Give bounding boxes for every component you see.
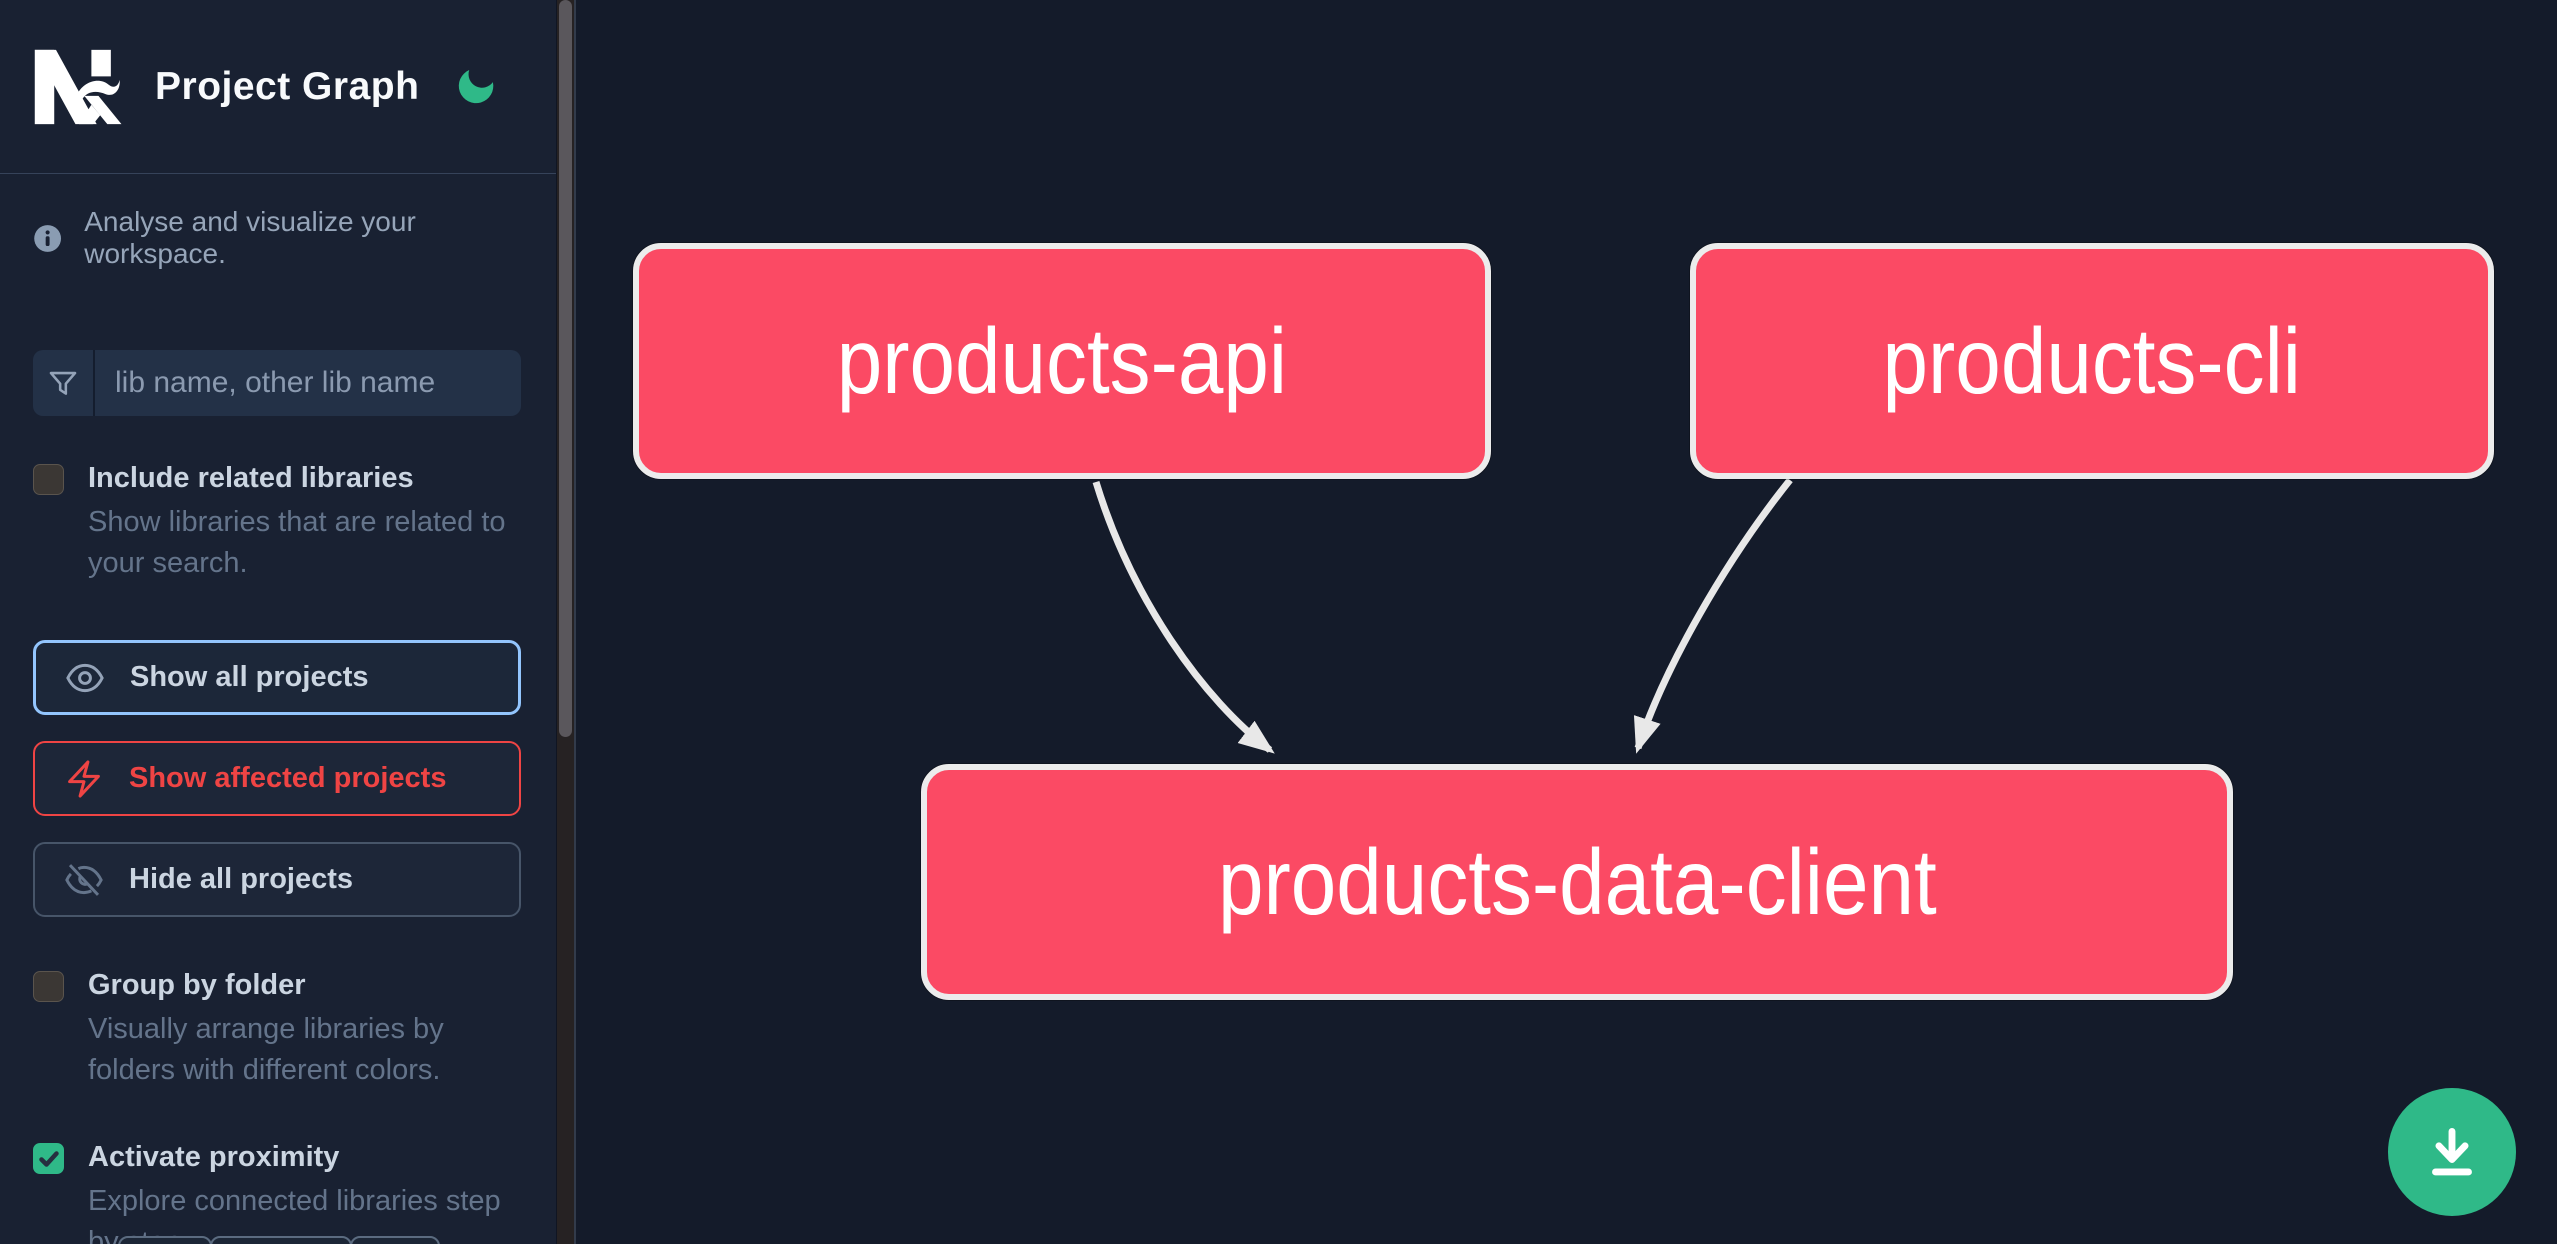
bolt-icon [68, 759, 100, 798]
toggle-description: Visually arrange libraries by folders wi… [88, 1013, 444, 1086]
node-products-cli[interactable]: products-cli [1690, 243, 2494, 479]
sidebar-body: Analyse and visualize your workspace. In… [0, 174, 574, 1244]
proximity-depth-control[interactable] [118, 1236, 440, 1244]
toggle-include-related: Include related libraries Show libraries… [33, 460, 538, 584]
node-label: products-cli [1882, 308, 2302, 413]
eye-icon [66, 663, 104, 692]
button-label: Show affected projects [129, 762, 447, 794]
search-box [33, 350, 521, 416]
graph-canvas[interactable]: products-api products-cli products-data-… [576, 0, 2557, 1244]
show-all-projects-button[interactable]: Show all projects [33, 640, 521, 715]
project-actions: Show all projects Show affected projects [33, 640, 538, 917]
hide-all-projects-button[interactable]: Hide all projects [33, 842, 521, 917]
activate-proximity-checkbox[interactable] [33, 1143, 64, 1174]
depth-increment-segment[interactable] [350, 1236, 440, 1244]
node-label: products-data-client [1217, 829, 1937, 934]
filter-icon-cell [33, 350, 95, 416]
nx-logo-icon [34, 49, 122, 124]
page-title: Project Graph [155, 64, 420, 108]
dependency-edges [1092, 477, 1793, 754]
button-label: Hide all projects [129, 863, 354, 895]
toggle-description: Show libraries that are related to your … [88, 506, 506, 579]
group-by-folder-checkbox[interactable] [33, 971, 64, 1002]
node-products-api[interactable]: products-api [633, 243, 1491, 479]
include-related-checkbox[interactable] [33, 464, 64, 495]
node-label: products-api [836, 308, 1288, 413]
sidebar: Project Graph Analyse and visualize your… [0, 0, 576, 1244]
sidebar-scrollbar-thumb[interactable] [559, 0, 572, 737]
sidebar-scrollbar[interactable] [556, 0, 574, 1244]
moon-icon [458, 69, 494, 103]
toggle-description: Explore connected libraries step by step… [88, 1185, 501, 1244]
node-products-data-client[interactable]: products-data-client [921, 764, 2233, 1000]
depth-value-segment [210, 1236, 352, 1244]
search-input[interactable] [95, 350, 521, 416]
funnel-icon [49, 371, 77, 395]
workspace-tagline-row: Analyse and visualize your workspace. [33, 206, 538, 270]
edge-products-cli-to-data-client [1633, 477, 1793, 754]
toggle-group-by-folder: Group by folder Visually arrange librari… [33, 967, 538, 1091]
eye-off-icon [65, 863, 103, 896]
download-icon [2432, 1127, 2472, 1176]
depth-decrement-segment[interactable] [118, 1236, 212, 1244]
toggle-label: Group by folder [88, 969, 306, 1001]
edge-products-api-to-data-client [1092, 480, 1275, 754]
sidebar-header: Project Graph [0, 0, 574, 174]
check-icon [38, 1150, 59, 1167]
theme-toggle-button[interactable] [452, 63, 500, 111]
workspace-tagline: Analyse and visualize your workspace. [84, 206, 416, 269]
toggle-activate-proximity: Activate proximity Explore connected lib… [33, 1139, 538, 1244]
button-label: Show all projects [130, 661, 369, 693]
toggle-label: Include related libraries [88, 462, 414, 494]
show-affected-projects-button[interactable]: Show affected projects [33, 741, 521, 816]
info-icon [34, 224, 62, 252]
toggle-label: Activate proximity [88, 1141, 340, 1173]
download-image-button[interactable] [2388, 1088, 2516, 1216]
